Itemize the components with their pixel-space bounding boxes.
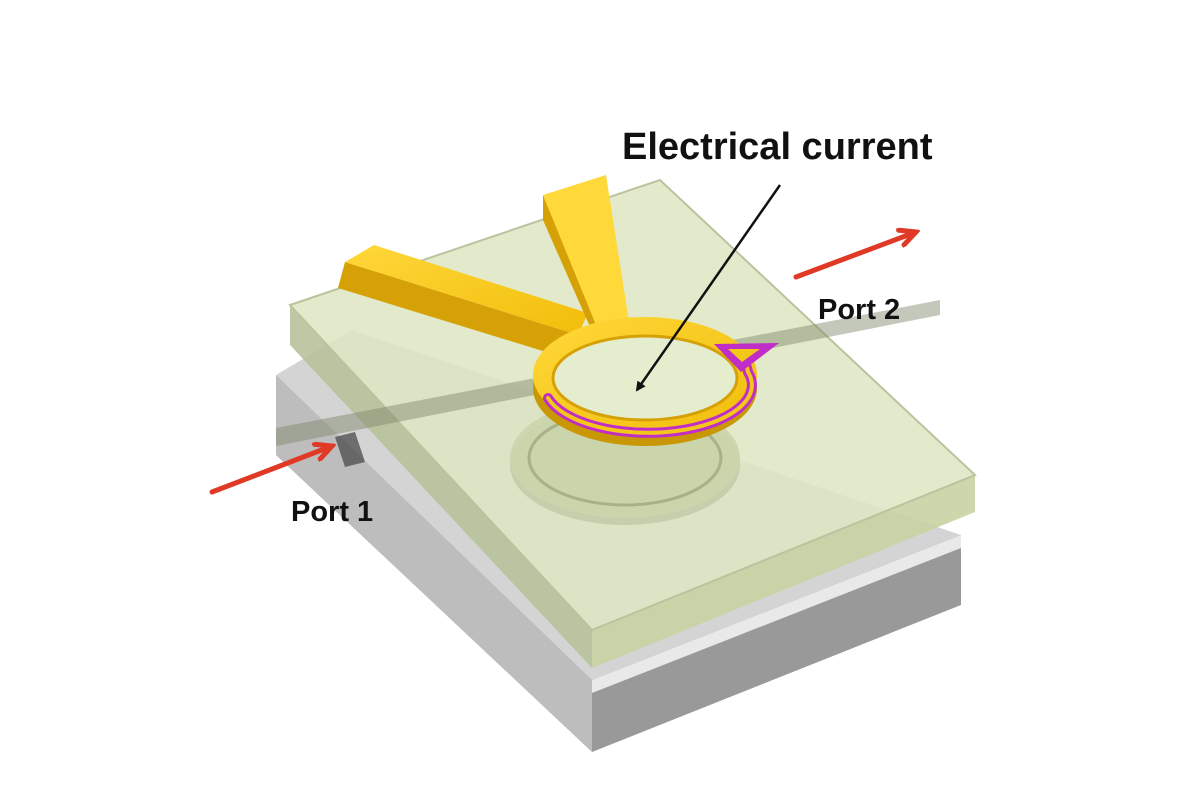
pointer-arrow: [635, 184, 782, 392]
arrow-right-icon: [793, 232, 916, 280]
port-2-label: Port 2: [818, 294, 901, 326]
port-1-label: Port 1: [291, 496, 374, 528]
circular-arrow-icon: [543, 343, 779, 438]
arrow-right-icon: [209, 446, 332, 495]
current-label: Electrical current: [622, 126, 933, 168]
